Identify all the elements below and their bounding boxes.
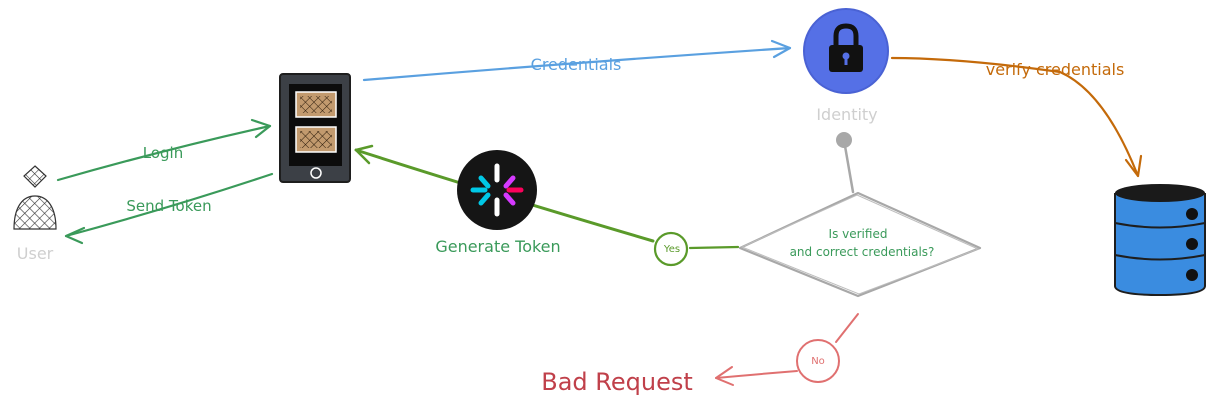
verify-label: verify credentials	[986, 60, 1125, 79]
user-label: User	[17, 244, 54, 263]
credentials-edge: Credentials	[362, 39, 792, 82]
database-icon	[1114, 184, 1206, 297]
send-token-label: Send Token	[126, 197, 211, 215]
identity-label: Identity	[816, 105, 877, 124]
user-node: User	[13, 165, 57, 263]
identity-node: Identity	[803, 8, 889, 124]
lock-icon	[829, 23, 863, 72]
decision-line2: and correct credentials?	[790, 245, 935, 259]
decision-node: Is verified and correct credentials?	[738, 191, 982, 298]
bad-request-label: Bad Request	[541, 368, 693, 396]
decision-line1: Is verified	[829, 227, 888, 241]
credentials-label: Credentials	[531, 55, 622, 74]
jwt-icon	[457, 150, 537, 230]
user-icon	[13, 165, 57, 230]
mobile-device-icon	[279, 73, 351, 183]
login-edge: Login	[56, 118, 272, 182]
send-token-edge: Send Token	[64, 172, 274, 245]
yes-label: Yes	[663, 244, 680, 255]
no-label: No	[811, 356, 825, 367]
no-branch: No	[715, 313, 859, 386]
jwt-label: Generate Token	[435, 237, 560, 256]
identity-connector	[836, 132, 855, 194]
login-label: Login	[143, 144, 183, 162]
verify-edge: verify credentials	[890, 56, 1143, 178]
jwt-node: Generate Token	[435, 150, 561, 256]
